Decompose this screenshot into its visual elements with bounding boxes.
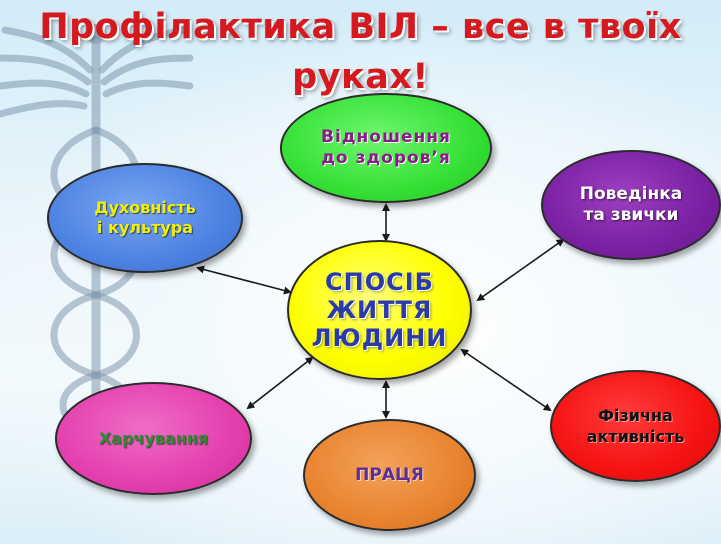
node-spirituality-line-2: і культура [96,218,194,237]
node-nutrition-line-1: Харчування [98,428,209,448]
node-center-line-3: ЛЮДИНИ [311,324,448,352]
node-physical-activity: Фізична активність [550,370,721,482]
node-work-line-1: ПРАЦЯ [355,464,424,485]
arrow-center-behavior [476,238,565,302]
node-health-line-2: до здоров’я [321,148,451,168]
node-behavior-line-1: Поведінка [579,184,683,204]
node-center-lifestyle: СПОСІБ ЖИТТЯ ЛЮДИНИ [287,240,472,380]
slide-title-line-1: Профілактика ВІЛ – все в твоїх [39,7,682,47]
node-spirituality-culture: Духовність і культура [47,163,243,273]
arrow-center-spirituality [196,265,292,295]
node-health-line-1: Відношення [321,127,451,147]
node-behavior-line-2: та звички [583,205,679,225]
node-activity-line-1: Фізична [598,406,673,425]
slide-title: Профілактика ВІЛ – все в твоїх руках! [0,2,721,102]
node-work: ПРАЦЯ [303,419,476,531]
arrow-center-activity [460,348,552,412]
node-nutrition: Харчування [55,382,252,495]
node-behavior-habits: Поведінка та звички [541,150,721,260]
arrow-center-nutrition [246,356,314,410]
node-spirituality-line-1: Духовність [94,198,196,217]
node-activity-line-2: активність [586,427,685,446]
node-health-attitude: Відношення до здоров’я [280,93,492,203]
slide-title-line-2: руках! [292,57,429,97]
node-center-line-2: ЖИТТЯ [326,296,433,324]
node-center-line-1: СПОСІБ [325,268,434,296]
